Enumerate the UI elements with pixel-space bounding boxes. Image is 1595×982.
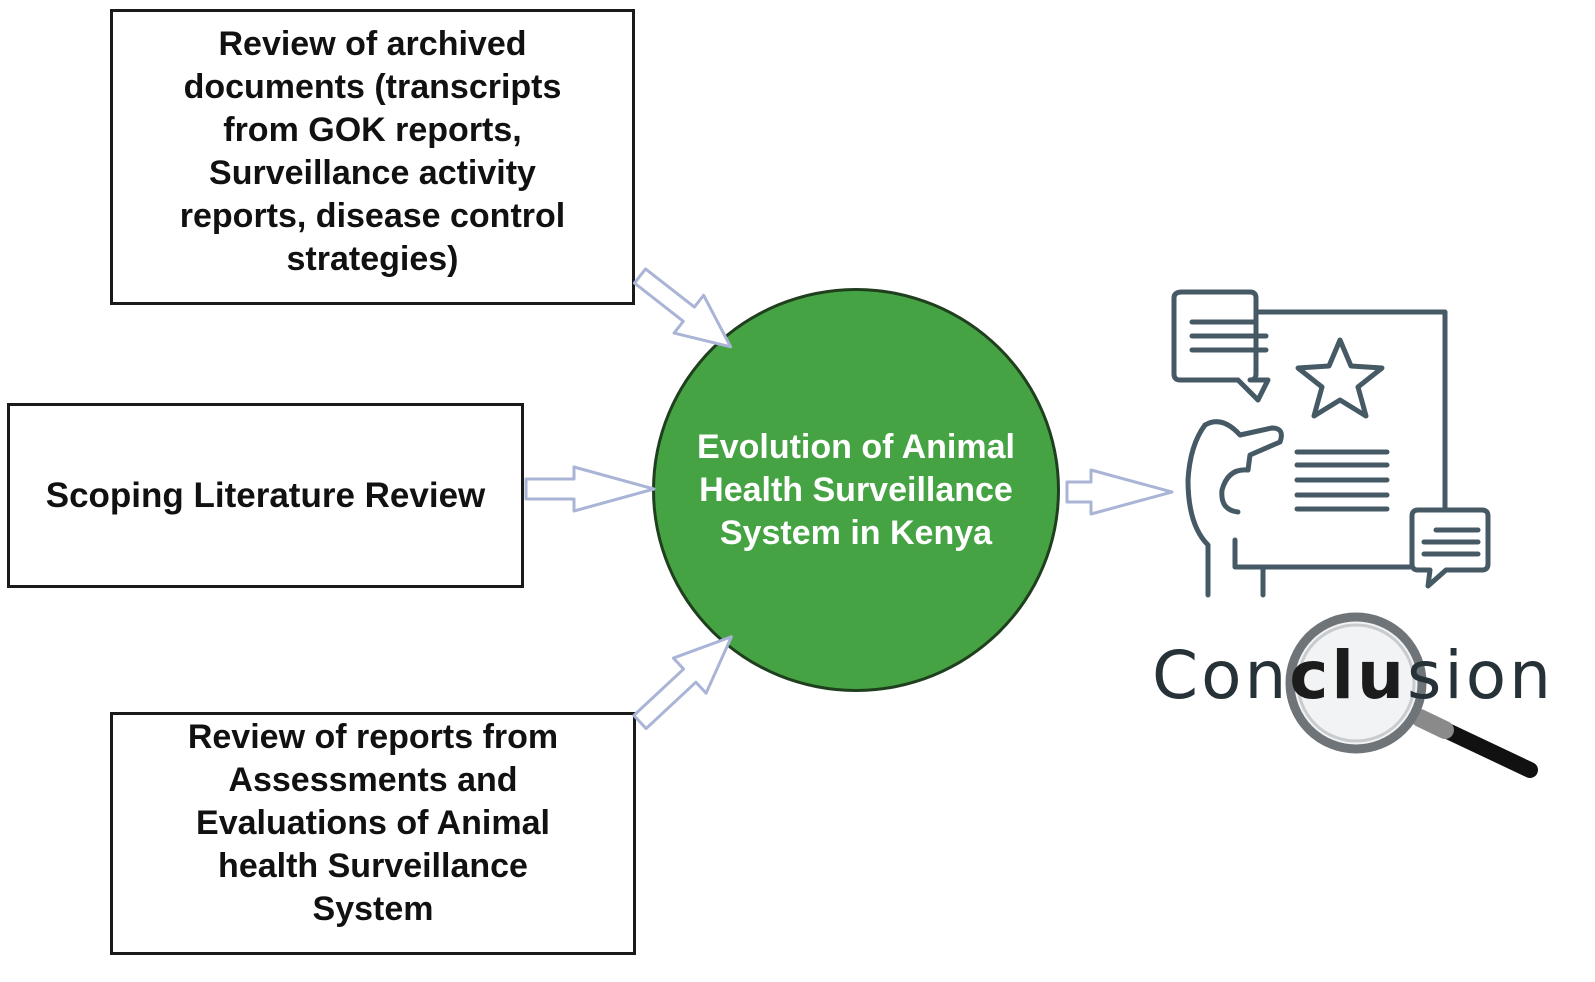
conclusion-word-prefix: Con bbox=[1152, 637, 1290, 714]
arrow-scoping-to-center bbox=[524, 465, 656, 513]
arrow-center-to-conclusion bbox=[1065, 468, 1174, 516]
input-box-scoping-literature-review: Scoping Literature Review bbox=[7, 403, 524, 588]
conclusion-word-emphasis: clu bbox=[1289, 637, 1408, 714]
input-box-archived-documents: Review of archived documents (transcript… bbox=[110, 9, 635, 305]
conclusion-word-suffix: sion bbox=[1407, 637, 1554, 714]
presentation-review-icon bbox=[1171, 289, 1491, 598]
conclusion-word: Conclusion bbox=[1152, 636, 1554, 716]
center-node-evolution: Evolution of Animal Health Surveillance … bbox=[652, 288, 1060, 692]
input-box-assessment-reports: Review of reports from Assessments and E… bbox=[110, 712, 636, 955]
